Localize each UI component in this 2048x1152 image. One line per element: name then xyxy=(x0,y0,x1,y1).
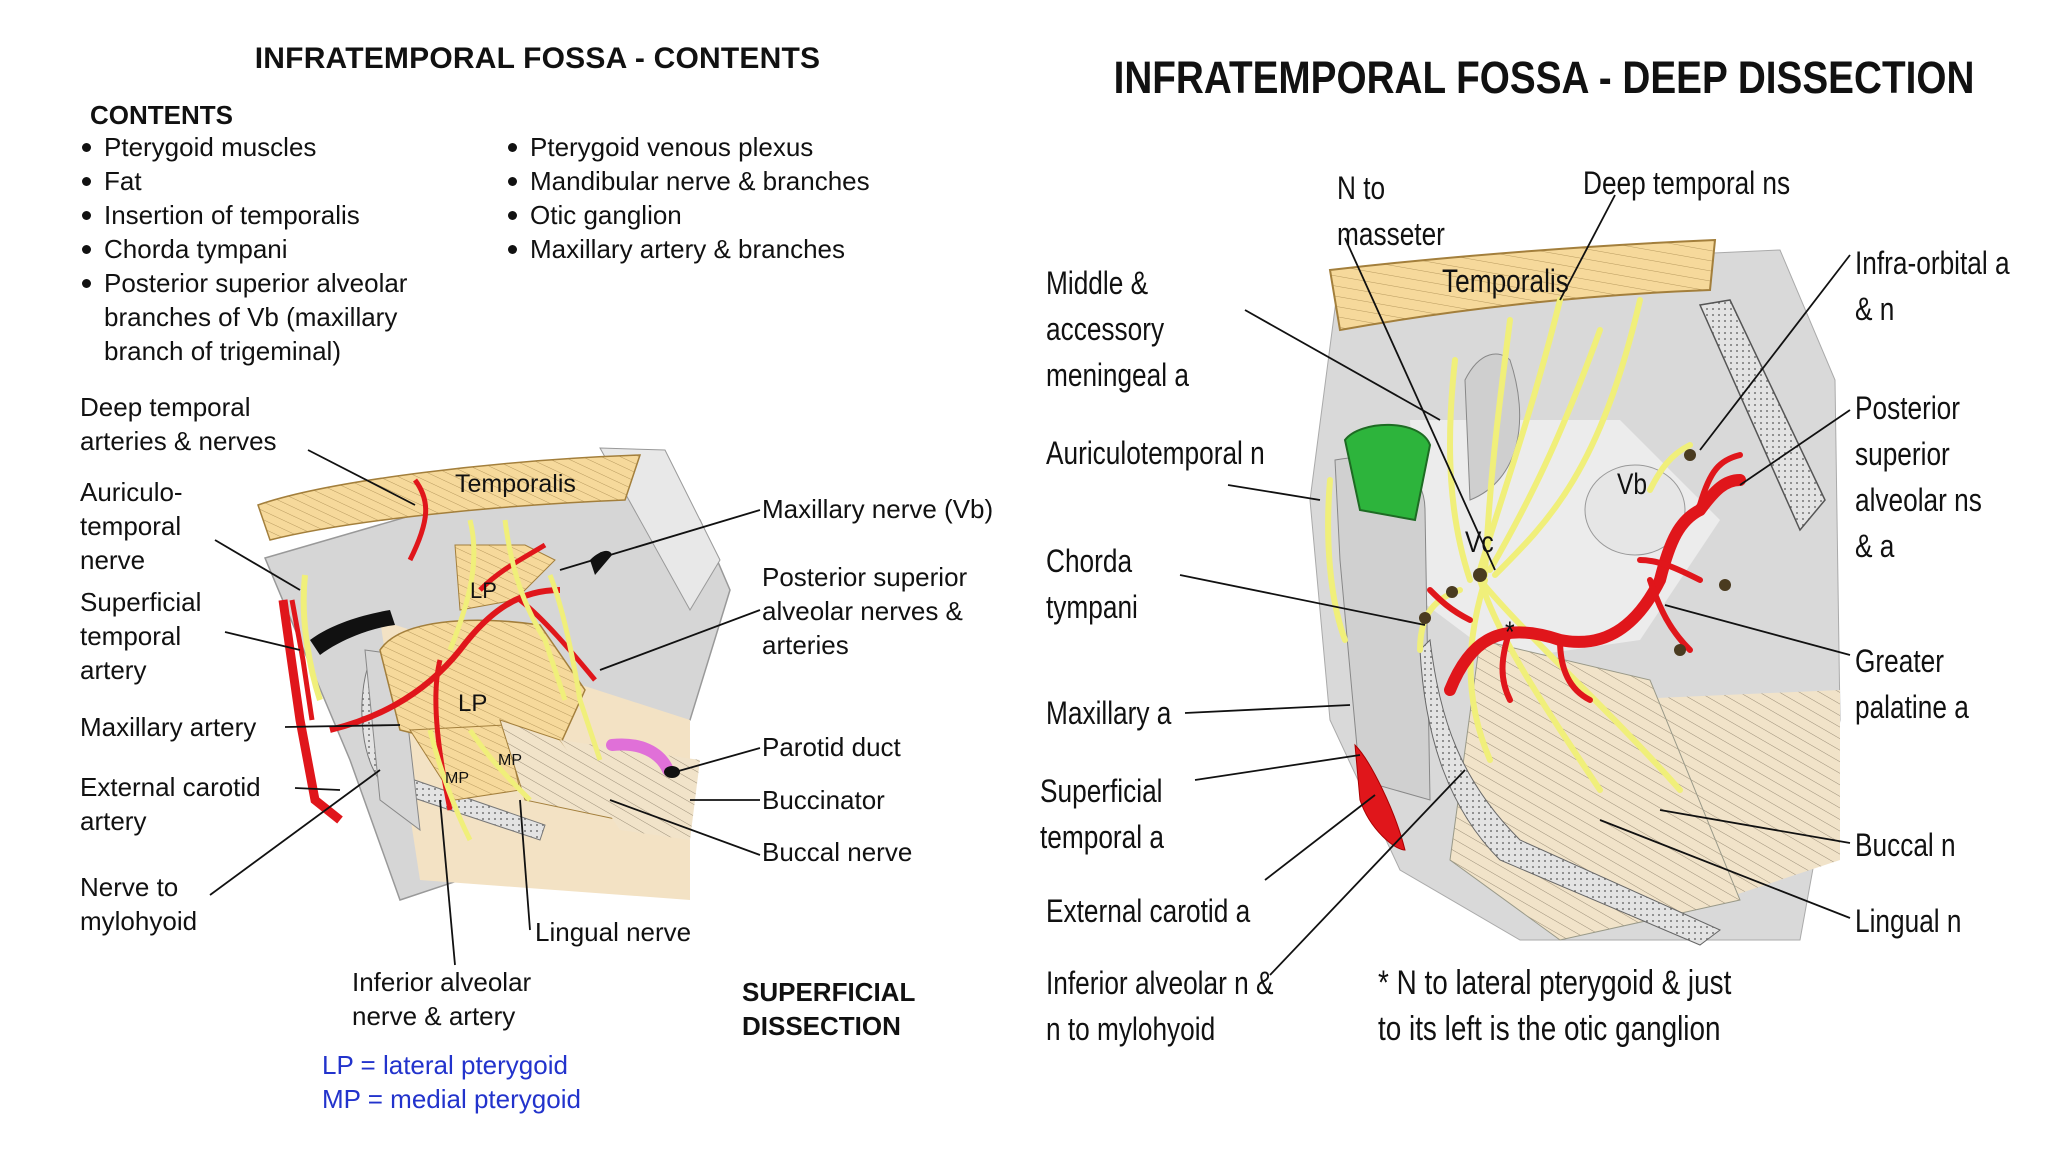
deep-label-vb: Vb xyxy=(1617,468,1648,501)
contents-list-col2: Pterygoid venous plexus Mandibular nerve… xyxy=(504,130,964,266)
label-infra-orbital: Infra-orbital a & n xyxy=(1855,245,2010,327)
superficial-dissection-figure xyxy=(209,447,761,966)
label-external-carotid-a: External carotid a xyxy=(1046,893,1251,929)
list-item: Chorda tympani xyxy=(78,232,478,266)
label-buccal-n: Buccal n xyxy=(1855,827,1956,863)
contents-list-col1: Pterygoid muscles Fat Insertion of tempo… xyxy=(78,130,478,368)
muscle-label-mp: MP xyxy=(498,752,522,769)
label-maxillary-a: Maxillary a xyxy=(1046,695,1172,731)
label-external-carotid: External carotid artery xyxy=(80,772,261,836)
label-maxillary-artery: Maxillary artery xyxy=(80,712,257,742)
label-buccinator: Buccinator xyxy=(762,785,885,815)
label-inferior-alveolar: Inferior alveolar nerve & artery xyxy=(352,967,532,1031)
label-middle-accessory-meningeal: Middle & accessory meningeal a xyxy=(1046,265,1189,393)
label-parotid-duct: Parotid duct xyxy=(762,732,901,762)
label-superficial-temporal-a: Superficial temporal a xyxy=(1040,773,1164,855)
label-chorda-tympani: Chorda tympani xyxy=(1046,543,1138,625)
list-item: Pterygoid venous plexus xyxy=(504,130,964,164)
list-item: Posterior superior alveolar branches of … xyxy=(78,266,478,368)
label-greater-palatine: Greater palatine a xyxy=(1855,643,1969,725)
label-lingual-nerve: Lingual nerve xyxy=(535,917,692,947)
left-title: INFRATEMPORAL FOSSA - CONTENTS xyxy=(254,42,821,75)
deep-label-star: * xyxy=(1505,616,1515,649)
right-title: INFRATEMPORAL FOSSA - DEEP DISSECTION xyxy=(1113,52,1975,103)
list-item: Fat xyxy=(78,164,478,198)
list-item: Maxillary artery & branches xyxy=(504,232,964,266)
muscle-label-temporalis: Temporalis xyxy=(455,470,576,498)
muscle-label-mp2: MP xyxy=(445,770,469,787)
list-item: Insertion of temporalis xyxy=(78,198,478,232)
label-psa-ns: Posterior superior alveolar ns & a xyxy=(1855,390,1982,564)
label-deep-temporal-ns: Deep temporal ns xyxy=(1583,165,1791,201)
label-buccal-nerve: Buccal nerve xyxy=(762,837,913,867)
footnote: * N to lateral pterygoid & just to its l… xyxy=(1378,964,1732,1048)
muscle-label-lp-top: LP xyxy=(470,578,497,603)
legend-mp: MP = medial pterygoid xyxy=(322,1084,581,1114)
label-inferior-alveolar-n: Inferior alveolar n & n to mylohyoid xyxy=(1046,965,1274,1047)
list-item: Mandibular nerve & branches xyxy=(504,164,964,198)
list-item: Pterygoid muscles xyxy=(78,130,478,164)
label-auriculotemporal-n: Auriculotemporal n xyxy=(1046,435,1265,471)
muscle-label-lp: LP xyxy=(458,690,488,717)
label-auriculotemporal: Auriculo-temporal nerve xyxy=(80,477,183,575)
deep-dissection-figure xyxy=(1179,194,1851,976)
deep-label-vc: Vc xyxy=(1465,526,1494,559)
legend-lp: LP = lateral pterygoid xyxy=(322,1050,568,1080)
label-superficial-temporal-artery: Superficial temporal artery xyxy=(80,587,202,685)
deep-label-temporalis: Temporalis xyxy=(1442,263,1569,299)
label-deep-temporal: Deep temporal arteries & nerves xyxy=(80,392,277,456)
label-maxillary-nerve: Maxillary nerve (Vb) xyxy=(762,494,994,524)
contents-heading: CONTENTS xyxy=(90,100,233,130)
label-nerve-to-mylohyoid: Nerve to mylohyoid xyxy=(80,872,198,936)
list-item: Otic ganglion xyxy=(504,198,964,232)
label-n-to-masseter: N to masseter xyxy=(1337,170,1445,252)
label-lingual-n: Lingual n xyxy=(1855,903,1962,939)
label-psa-nerves: Posterior superior alveolar nerves & art… xyxy=(762,562,968,660)
label-superficial-dissection: SUPERFICIAL DISSECTION xyxy=(742,977,915,1041)
